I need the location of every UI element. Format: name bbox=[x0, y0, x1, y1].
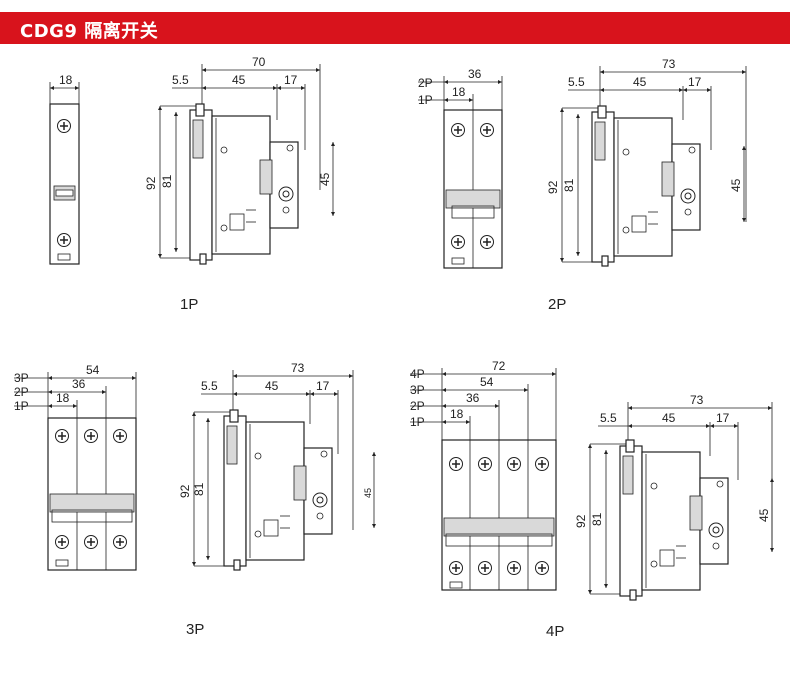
dim-height-45-3p: 45 bbox=[363, 488, 373, 498]
dim-depth-73-4p: 73 bbox=[690, 393, 704, 407]
side-view-3p: 73 45 17 5.5 92 81 45 bbox=[178, 361, 376, 571]
dim-height-81-2p: 81 bbox=[562, 178, 576, 192]
page-title: CDG9 隔离开关 bbox=[20, 21, 159, 42]
dim-height-81: 81 bbox=[160, 174, 174, 188]
dim-depth-17-4p: 17 bbox=[716, 411, 730, 425]
title-banner: CDG9 隔离开关 bbox=[0, 12, 790, 44]
dim-front-width-18: 18 bbox=[452, 85, 466, 99]
dim-front-width-18-3p: 18 bbox=[56, 391, 70, 405]
dim-depth-45: 45 bbox=[232, 73, 246, 87]
dim-depth-73: 73 bbox=[662, 57, 676, 71]
side-view-4p: 73 45 17 5.5 92 81 45 bbox=[574, 393, 774, 601]
dim-offset-5-5-2p: 5.5 bbox=[568, 75, 585, 89]
dim-height-92: 92 bbox=[144, 176, 158, 190]
dim-depth-17: 17 bbox=[284, 73, 298, 87]
dim-offset-5-5-3p: 5.5 bbox=[201, 379, 218, 393]
dim-depth-17-3p: 17 bbox=[316, 379, 330, 393]
pole-label-2p: 2P bbox=[418, 76, 433, 90]
dim-depth-17-2p: 17 bbox=[688, 75, 702, 89]
front-view-2p: 36 18 2P 1P bbox=[418, 67, 503, 269]
dim-height-81-4p: 81 bbox=[590, 512, 604, 526]
dim-height-92-3p: 92 bbox=[178, 484, 192, 498]
dim-depth-45-2p: 45 bbox=[633, 75, 647, 89]
dim-height-92-4p: 92 bbox=[574, 514, 588, 528]
dim-depth-total: 70 bbox=[252, 55, 266, 69]
dim-height-81-3p: 81 bbox=[192, 482, 206, 496]
dim-depth-73-3p: 73 bbox=[291, 361, 305, 375]
dim-height-45: 45 bbox=[318, 172, 332, 186]
dim-front-width-72: 72 bbox=[492, 359, 506, 373]
dim-offset-5-5: 5.5 bbox=[172, 73, 189, 87]
dim-height-45-4p: 45 bbox=[757, 508, 771, 522]
dim-front-width-54-4p: 54 bbox=[480, 375, 494, 389]
dim-offset-5-5-4p: 5.5 bbox=[600, 411, 617, 425]
dim-height-92-2p: 92 bbox=[546, 180, 560, 194]
dim-front-width-36-4p: 36 bbox=[466, 391, 480, 405]
front-view-1p: 18 bbox=[49, 73, 80, 265]
caption-1p: 1P bbox=[180, 296, 198, 313]
dim-depth-45-4p: 45 bbox=[662, 411, 676, 425]
dim-depth-45-3p: 45 bbox=[265, 379, 279, 393]
dim-height-45-2p: 45 bbox=[729, 178, 743, 192]
caption-4p: 4P bbox=[546, 623, 564, 640]
side-view-1p: 70 45 17 5.5 92 81 45 bbox=[144, 55, 335, 265]
dim-front-width: 18 bbox=[59, 73, 73, 87]
dim-front-width-54: 54 bbox=[86, 363, 100, 377]
dim-front-width-36-3p: 36 bbox=[72, 377, 86, 391]
side-view-2p: 73 45 17 5.5 92 81 45 bbox=[546, 57, 747, 267]
front-view-4p: 72 54 36 18 4P 3P 2P 1P bbox=[410, 359, 557, 591]
dim-front-width-36: 36 bbox=[468, 67, 482, 81]
caption-3p: 3P bbox=[186, 621, 204, 638]
caption-2p: 2P bbox=[548, 296, 566, 313]
dim-front-width-18-4p: 18 bbox=[450, 407, 464, 421]
front-view-3p: 54 36 18 3P 2P 1P bbox=[14, 363, 137, 571]
